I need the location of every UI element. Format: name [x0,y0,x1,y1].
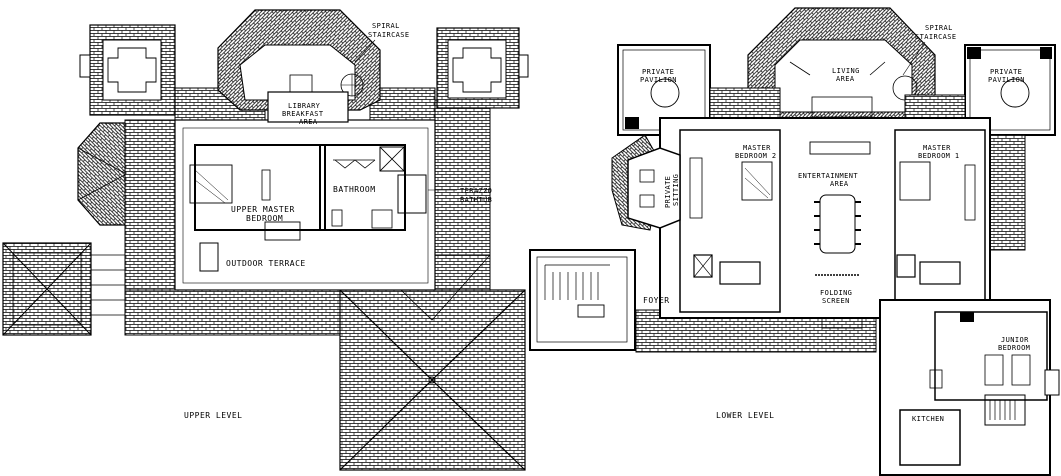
private-sitting-label: PRIVATE SITTING [664,174,680,208]
area-label: AREA [299,118,318,126]
roof-top-octagon [217,9,381,111]
roof-main [124,87,526,471]
lower-level: PRIVATE PAVILION PRIVATE PAVILION LIVING… [529,7,1060,476]
master-1-label-2: BEDROOM 1 [918,152,960,160]
lower-spiral-label-2: STAIRCASE [915,33,957,41]
bedroom-label: BEDROOM [246,214,283,223]
lower-level-label: LOWER LEVEL [716,411,774,420]
roof-pavilion-east [436,27,529,109]
upper-staircase-leader [354,39,376,63]
pavilion-west-label-1: PRIVATE [642,68,674,76]
library-label: LIBRARY [288,102,321,110]
entertainment-area-label: AREA [830,180,849,188]
foyer-stairs [529,249,636,351]
upper-level: SPIRAL STAIRCASE LIBRARY BREAKFAST AREA … [2,9,529,471]
east-wing [879,299,1060,476]
outdoor-terrace-label: OUTDOOR TERRACE [226,259,306,268]
private-sitting-label-1: PRIVATE [664,176,672,208]
upper-level-label: UPPER LEVEL [184,411,242,420]
private-sitting [627,147,681,229]
lower-spiral-label-1: SPIRAL [925,24,953,32]
master-1-label-1: MASTER [923,144,951,152]
breakfast-label: BREAKFAST [282,110,324,118]
folding-label: FOLDING [820,289,852,297]
upper-spiral-staircase-label-1: SPIRAL [372,22,400,30]
lower-pavilion-east [964,44,1056,136]
living-label: LIVING [832,67,860,75]
pavilion-west-label-2: PAVILION [640,76,677,84]
junior-label: JUNIOR [1001,336,1029,344]
upper-interior [174,91,436,291]
roof-west-square [2,242,130,336]
lower-main-building [659,117,991,329]
upper-master-label: UPPER MASTER [231,205,295,214]
entertainment-label: ENTERTAINMENT [798,172,858,180]
pavilion-east-label-2: PAVILION [988,76,1025,84]
terazzo-label: TERAZZO [460,187,492,195]
upper-spiral-staircase-label-2: STAIRCASE [368,31,410,39]
master-2-label-2: BEDROOM 2 [735,152,777,160]
private-sitting-label-2: SITTING [672,174,680,206]
roof-pavilion-west [79,24,176,116]
lower-staircase-leader [902,41,926,76]
master-2-label-1: MASTER [743,144,771,152]
screen-label: SCREEN [822,297,850,305]
kitchen-label: KITCHEN [912,415,944,423]
foyer-label: FOYER [643,296,670,305]
bathroom-label: BATHROOM [333,185,376,194]
pavilion-east-label-1: PRIVATE [990,68,1022,76]
living-area-label: AREA [836,75,855,83]
bathtub-label: BATHTUB [460,196,492,204]
junior-bedroom-label: BEDROOM [998,344,1030,352]
